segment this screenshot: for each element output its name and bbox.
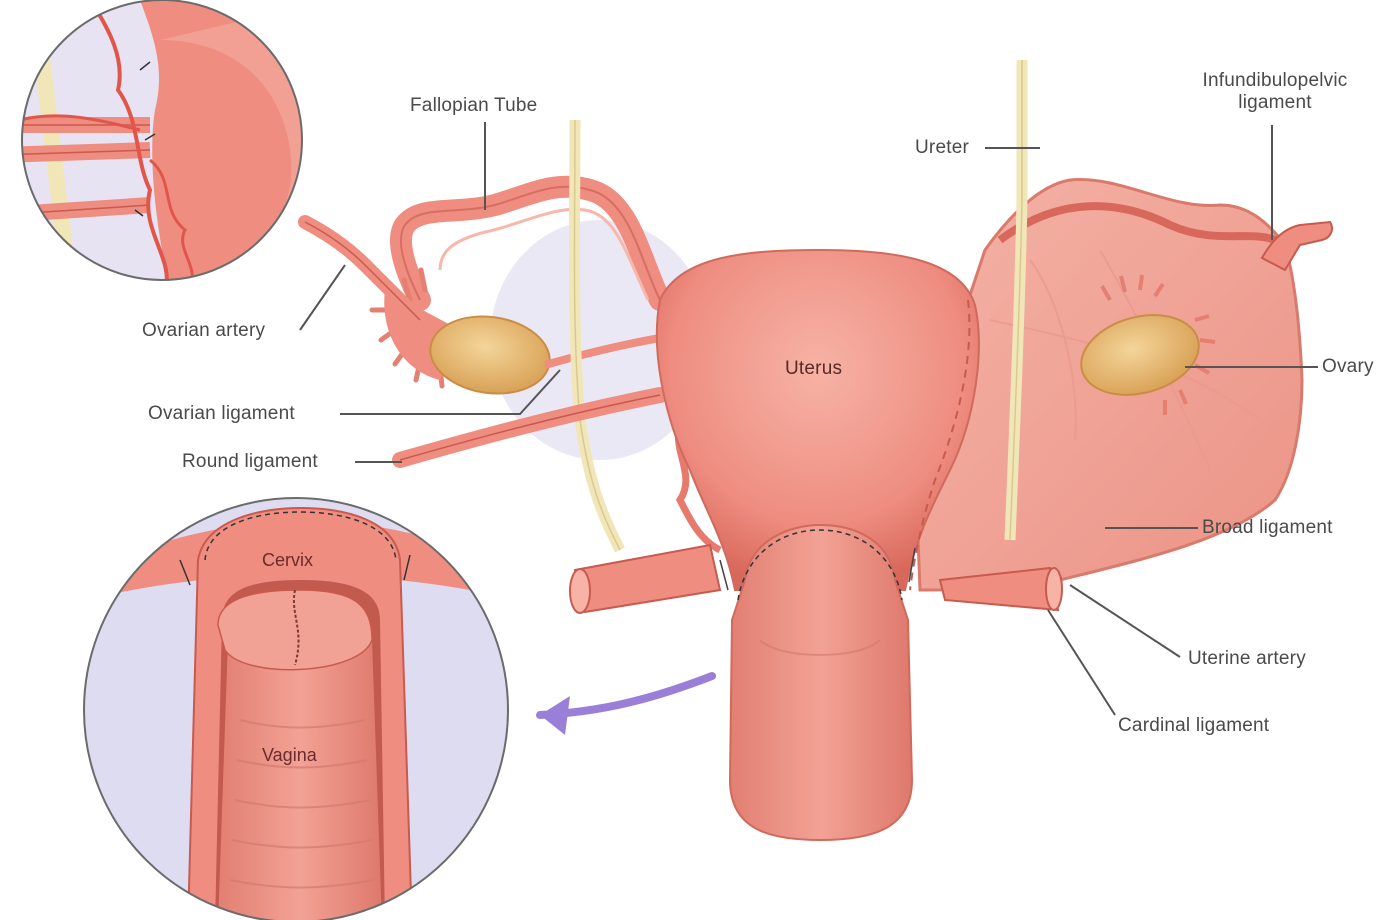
label-round-ligament: Round ligament (182, 451, 318, 473)
inset-top-vessels (0, 0, 330, 290)
leader-uterine-artery (1070, 585, 1180, 657)
label-ovarian-artery: Ovarian artery (142, 320, 265, 342)
label-ovarian-ligament: Ovarian ligament (148, 403, 295, 425)
label-fallopian-tube: Fallopian Tube (410, 95, 537, 117)
leader-cardinal-ligament (1048, 610, 1115, 715)
label-uterine-artery: Uterine artery (1188, 648, 1306, 670)
label-ureter: Ureter (915, 137, 969, 159)
label-uterus: Uterus (785, 358, 842, 380)
label-ovary: Ovary (1322, 356, 1374, 378)
vagina-external (730, 525, 912, 840)
label-vagina: Vagina (262, 745, 317, 766)
label-infundibulopelvic-ligament: Infundibulopelvic ligament (1175, 70, 1375, 114)
label-broad-ligament: Broad ligament (1202, 517, 1333, 539)
label-cardinal-ligament: Cardinal ligament (1118, 715, 1269, 737)
leader-ovarian-artery (300, 265, 345, 330)
label-cervix: Cervix (262, 550, 313, 571)
uterine-artery-left (570, 545, 720, 613)
